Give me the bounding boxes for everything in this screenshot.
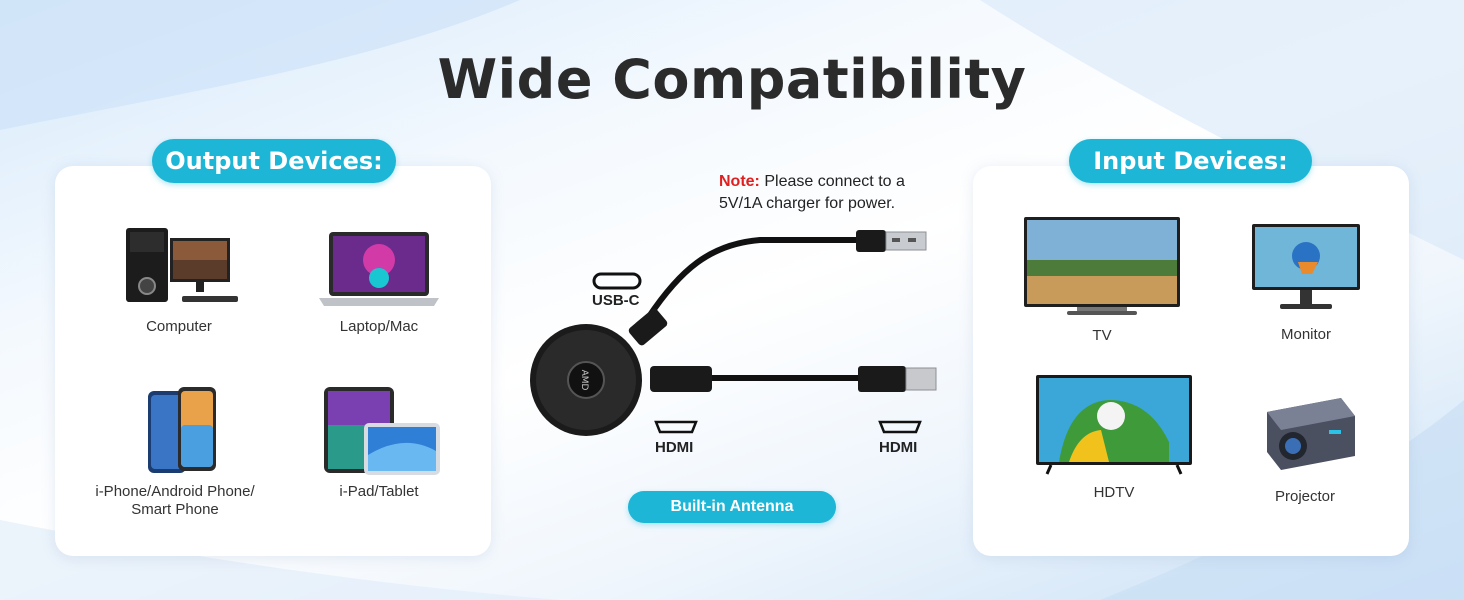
laptop-icon xyxy=(319,232,439,306)
page-title: Wide Compatibility xyxy=(437,48,1027,111)
projector-icon xyxy=(1267,398,1355,470)
output-devices-heading: Output Devices: xyxy=(152,139,396,183)
tablet-icon xyxy=(324,387,440,475)
usb-c-label: USB-C xyxy=(592,292,640,309)
hdmi-port-icon xyxy=(878,420,922,434)
hdtv-icon xyxy=(1036,375,1192,475)
input-devices-heading: Input Devices: xyxy=(1069,139,1312,183)
hdmi-port-icon xyxy=(654,420,698,434)
device-label: Laptop/Mac xyxy=(339,318,419,335)
device-label: i-Phone/Android Phone/ Smart Phone xyxy=(95,483,255,518)
dongle-diagram: AMD xyxy=(530,230,937,436)
device-label: i-Pad/Tablet xyxy=(339,483,419,500)
device-tablet: i-Pad/Tablet xyxy=(279,385,479,501)
tv-icon xyxy=(1024,217,1180,315)
usb-c-port-icon xyxy=(592,272,642,290)
usb-a-plug-icon xyxy=(856,230,886,252)
monitor-icon xyxy=(1252,224,1360,309)
note-line-1: Please connect to a xyxy=(759,173,905,190)
hdmi-left-label: HDMI xyxy=(655,439,694,456)
device-label: HDTV xyxy=(1093,484,1135,501)
device-hdtv: HDTV xyxy=(1014,372,1214,502)
device-label: Monitor xyxy=(1280,326,1332,343)
smartphone-icon xyxy=(148,387,216,473)
hdmi-right-label: HDMI xyxy=(879,439,918,456)
device-tv: TV xyxy=(1002,215,1202,345)
device-label: TV xyxy=(1092,327,1112,344)
built-in-antenna-badge: Built-in Antenna xyxy=(628,491,836,523)
desktop-computer-icon xyxy=(126,228,238,302)
device-label: Computer xyxy=(146,318,212,335)
dongle-logo: AMD xyxy=(579,370,589,391)
note-prefix: Note: xyxy=(719,173,760,190)
device-laptop: Laptop/Mac xyxy=(279,220,479,336)
hdmi-plug-icon xyxy=(858,366,906,392)
device-projector: Projector xyxy=(1205,386,1405,506)
note-line-2: 5V/1A charger for power. xyxy=(719,195,896,212)
device-smartphone: i-Phone/Android Phone/ Smart Phone xyxy=(75,385,275,519)
power-note: Note: Please connect to a 5V/1A charger … xyxy=(719,171,905,215)
device-monitor: Monitor xyxy=(1206,218,1406,344)
device-computer: Computer xyxy=(79,220,279,336)
device-label: Projector xyxy=(1274,488,1336,505)
